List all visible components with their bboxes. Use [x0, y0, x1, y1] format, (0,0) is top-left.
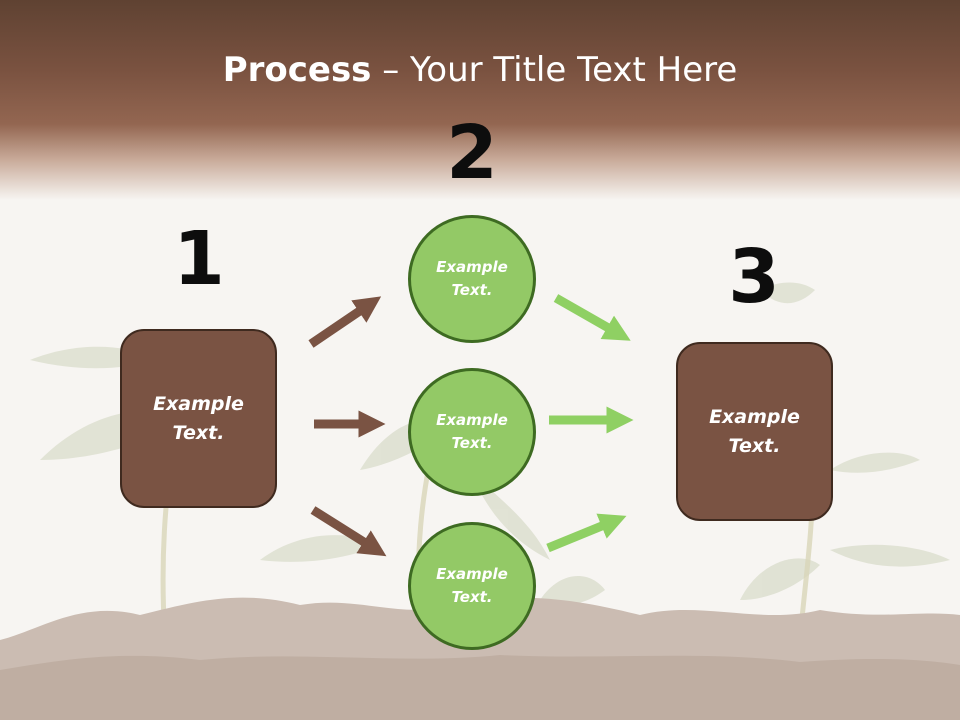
- title-rest: – Your Title Text Here: [371, 50, 738, 90]
- title-bold: Process: [222, 50, 372, 90]
- step-1-box: Example Text.: [120, 329, 277, 508]
- arrow-top-to-3: [553, 294, 631, 341]
- circle-top-text: Example Text.: [436, 258, 508, 299]
- header-band: [0, 0, 960, 200]
- step-3-box: Example Text.: [676, 342, 833, 521]
- step-1-text: Example Text.: [153, 392, 244, 444]
- circle-bottom-text: Example Text.: [436, 565, 508, 606]
- slide-title: Process – Your Title Text Here: [0, 50, 960, 90]
- step-number-1: 1: [173, 216, 225, 302]
- step-number-2: 2: [446, 110, 498, 196]
- circle-middle-text: Example Text.: [436, 411, 508, 452]
- circle-middle: Example Text.: [408, 368, 536, 496]
- arrow-1-to-top: [308, 296, 382, 348]
- circle-bottom: Example Text.: [408, 522, 536, 650]
- arrow-bottom-to-3: [546, 513, 627, 553]
- step-number-3: 3: [728, 234, 780, 320]
- circle-top: Example Text.: [408, 215, 536, 343]
- step-3-text: Example Text.: [709, 405, 800, 457]
- arrow-1-to-bottom: [310, 506, 387, 557]
